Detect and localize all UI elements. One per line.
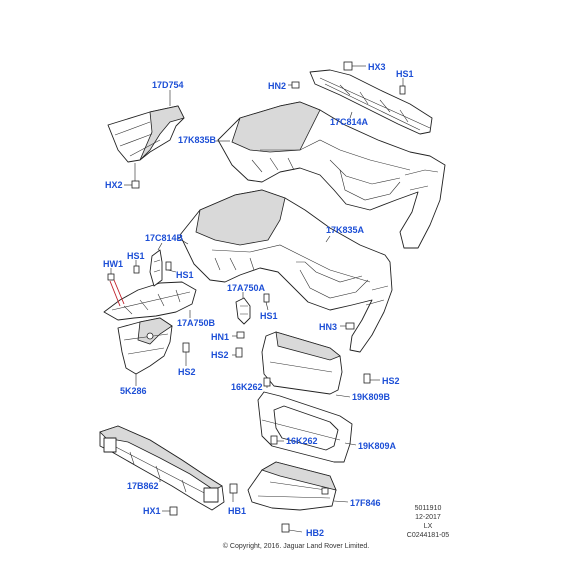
label-hs2-mid[interactable]: HS2 xyxy=(211,350,229,360)
part-19K809A xyxy=(257,391,353,463)
part-17K835A xyxy=(179,189,393,353)
label-hx3[interactable]: HX3 xyxy=(368,62,386,72)
part-5K286 xyxy=(117,317,173,375)
part-17B862 xyxy=(99,425,225,511)
info-line-4: C0244181-05 xyxy=(407,532,450,539)
fastener-hn3 xyxy=(340,322,355,330)
label-hn3[interactable]: HN3 xyxy=(319,322,337,332)
label-hw1[interactable]: HW1 xyxy=(103,259,123,269)
fastener-16k262-b xyxy=(270,435,284,445)
fastener-hb2 xyxy=(281,523,303,533)
fastener-hx3 xyxy=(343,61,366,71)
label-hs1-mid[interactable]: HS1 xyxy=(176,270,194,280)
label-17k835a[interactable]: 17K835A xyxy=(326,225,365,235)
label-hs1-left[interactable]: HS1 xyxy=(127,251,145,261)
label-5k286[interactable]: 5K286 xyxy=(120,386,147,396)
label-17f846[interactable]: 17F846 xyxy=(350,498,381,508)
part-17C814A xyxy=(309,69,433,135)
part-17A750A xyxy=(235,292,251,325)
fastener-hs2-left xyxy=(182,342,190,366)
label-17k835b[interactable]: 17K835B xyxy=(178,135,217,145)
label-hb1[interactable]: HB1 xyxy=(228,506,246,516)
fastener-hn2 xyxy=(288,81,300,89)
fastener-hx2 xyxy=(131,163,140,189)
label-16k262-b[interactable]: 16K262 xyxy=(286,436,318,446)
copyright-text: © Copyright, 2016. Jaguar Land Rover Lim… xyxy=(223,542,369,550)
label-hn1[interactable]: HN1 xyxy=(211,332,229,342)
fastener-hx1 xyxy=(162,506,178,516)
fastener-hs1-top xyxy=(399,78,406,95)
label-hs2-left[interactable]: HS2 xyxy=(178,367,196,377)
label-hx1[interactable]: HX1 xyxy=(143,506,161,516)
label-hs2-right[interactable]: HS2 xyxy=(382,376,400,386)
label-17a750b[interactable]: 17A750B xyxy=(177,318,216,328)
fastener-16k262-a xyxy=(263,377,271,388)
part-19K809B xyxy=(261,331,343,395)
fastener-hn1 xyxy=(232,331,245,339)
label-19k809a[interactable]: 19K809A xyxy=(358,441,397,451)
label-19k809b[interactable]: 19K809B xyxy=(352,392,391,402)
info-line-3: LX xyxy=(424,523,433,530)
label-17b862[interactable]: 17B862 xyxy=(127,481,159,491)
part-17F846 xyxy=(247,461,337,511)
fastener-hs2-mid xyxy=(232,347,243,358)
fastener-hb1 xyxy=(229,483,238,502)
part-17C814B xyxy=(149,242,163,287)
label-17c814a[interactable]: 17C814A xyxy=(330,117,369,127)
label-hn2[interactable]: HN2 xyxy=(268,81,286,91)
part-17A750B xyxy=(103,281,197,321)
label-16k262-a[interactable]: 16K262 xyxy=(231,382,263,392)
label-17D754[interactable]: 17D754 xyxy=(152,80,184,90)
label-hs1-lower[interactable]: HS1 xyxy=(260,311,278,321)
label-17c814b[interactable]: 17C814B xyxy=(145,233,184,243)
label-17a750a[interactable]: 17A750A xyxy=(227,283,266,293)
part-17K835B xyxy=(217,101,446,249)
part-17D754 xyxy=(107,105,185,163)
label-hb2[interactable]: HB2 xyxy=(306,528,324,538)
info-line-2: 12-2017 xyxy=(415,514,441,521)
fastener-hw1 xyxy=(107,268,125,307)
fastener-hs1-mid xyxy=(165,261,177,273)
fastener-hs1-lower xyxy=(263,293,270,311)
label-hs1-top[interactable]: HS1 xyxy=(396,69,414,79)
info-line-1: 5011910 xyxy=(415,505,442,512)
fastener-hs1-left xyxy=(133,260,140,274)
label-hx2[interactable]: HX2 xyxy=(105,180,123,190)
fastener-hs2-right xyxy=(363,373,380,384)
